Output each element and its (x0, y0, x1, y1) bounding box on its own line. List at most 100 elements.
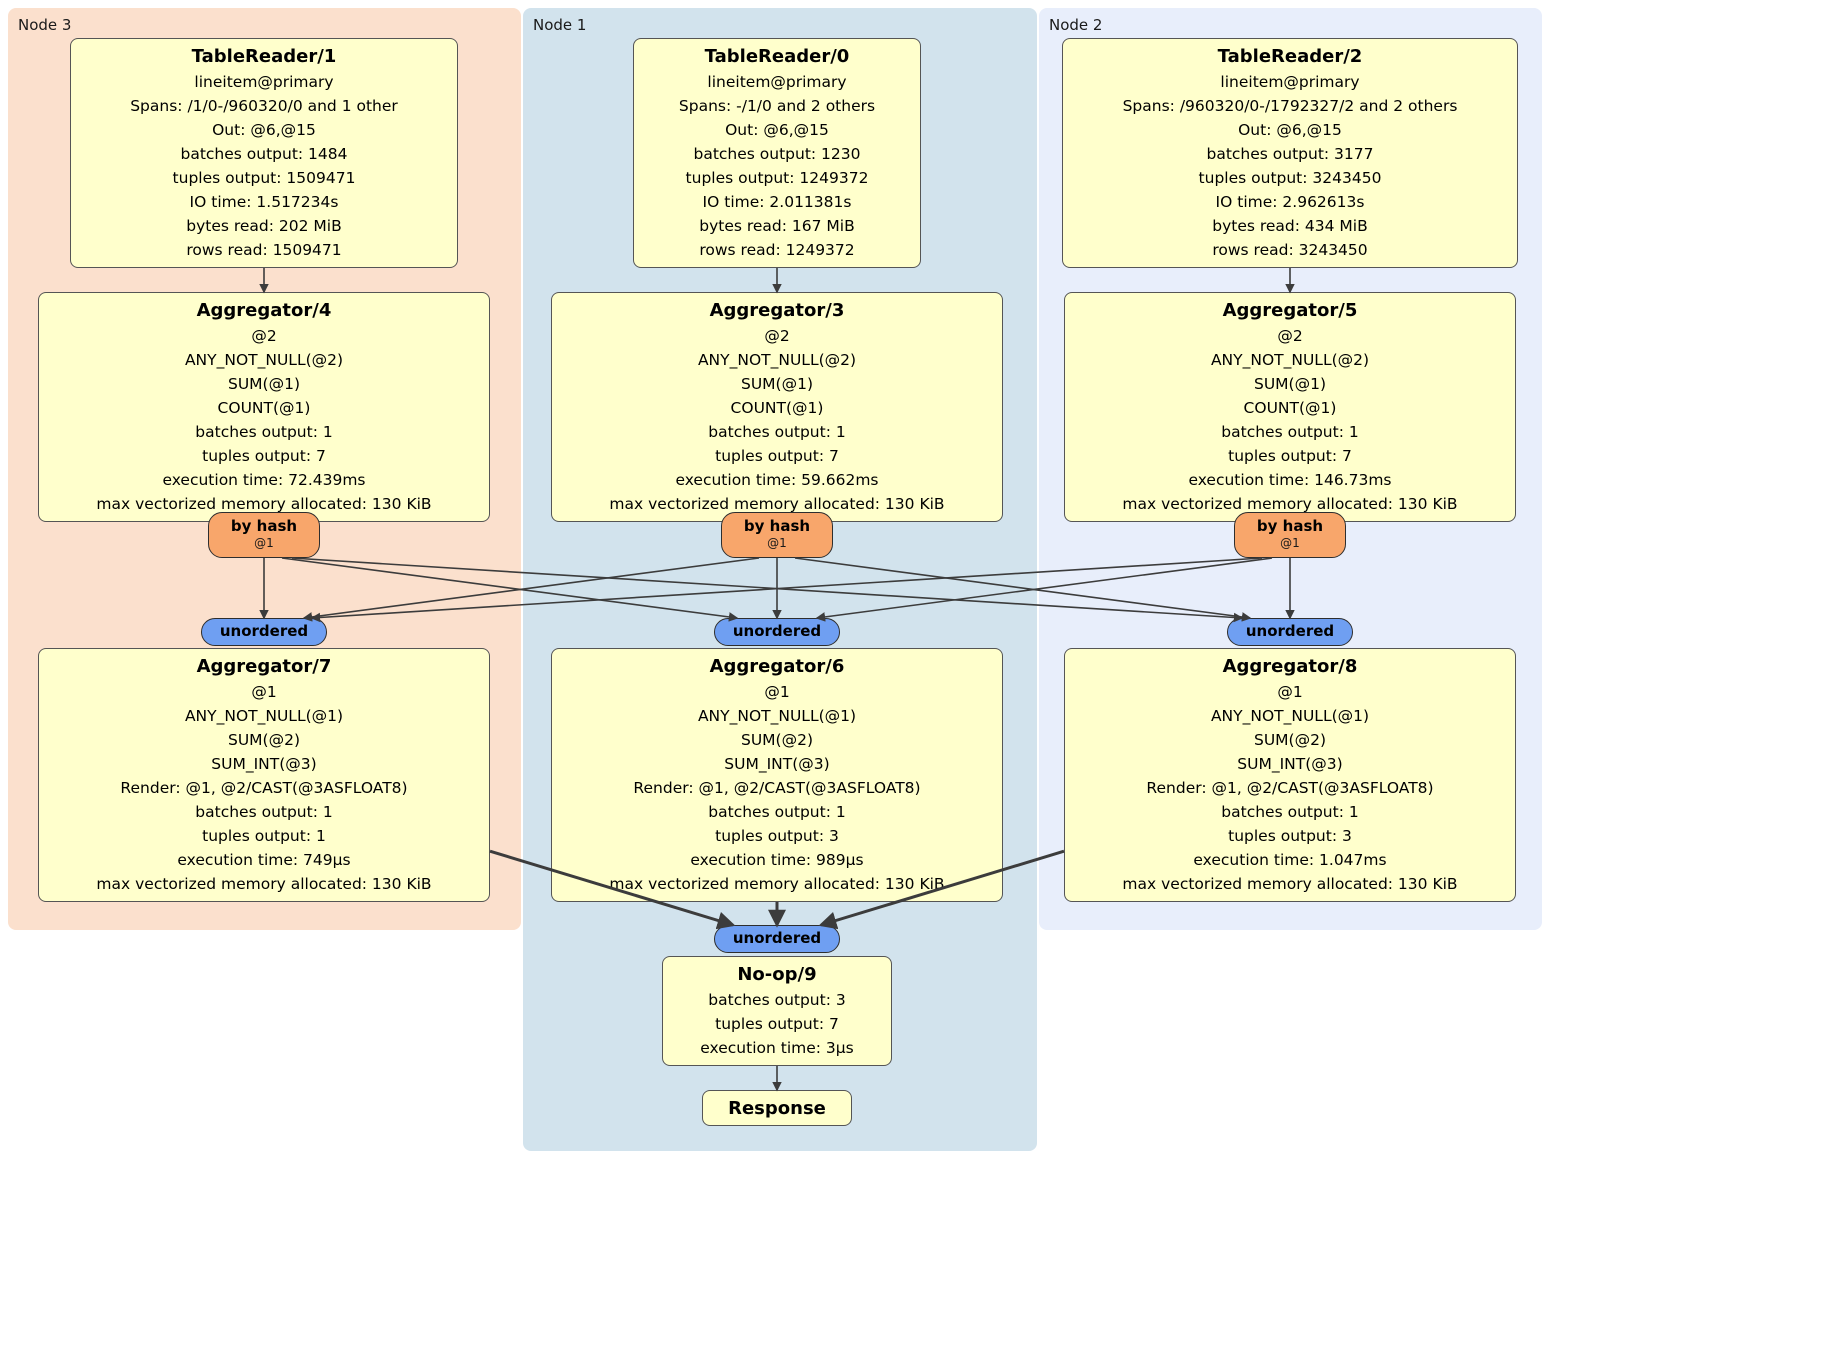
router-by-hash-node2: by hash @1 (1234, 512, 1346, 558)
box-line: Spans: -/1/0 and 2 others (678, 97, 876, 115)
box-line: tuples output: 7 (1228, 447, 1352, 465)
box-title: Aggregator/7 (196, 656, 332, 677)
panel-label-node1: Node 1 (533, 16, 587, 34)
box-line: batches output: 1 (708, 423, 846, 441)
box-line: SUM(@2) (227, 731, 300, 749)
router-label: by hash (1256, 517, 1324, 535)
box-line: IO time: 2.011381s (702, 193, 852, 211)
box-title: Aggregator/3 (709, 300, 845, 321)
box-line: execution time: 59.662ms (675, 471, 879, 489)
box-line: batches output: 1230 (693, 145, 861, 163)
box-line: tuples output: 1509471 (172, 169, 356, 187)
box-line: Render: @1, @2/CAST(@3ASFLOAT8) (1146, 779, 1434, 797)
box-line: @1 (251, 683, 277, 701)
box-line: rows read: 3243450 (1212, 241, 1368, 259)
box-line: Spans: /960320/0-/1792327/2 and 2 others (1122, 97, 1458, 115)
router-label: by hash (743, 517, 811, 535)
box-title: TableReader/1 (191, 46, 337, 67)
box-line: SUM(@2) (740, 731, 813, 749)
box-line: Render: @1, @2/CAST(@3ASFLOAT8) (633, 779, 921, 797)
box-line: SUM(@1) (740, 375, 813, 393)
box-line: COUNT(@1) (730, 399, 824, 417)
box-line: tuples output: 3243450 (1198, 169, 1382, 187)
box-line: max vectorized memory allocated: 130 KiB (1122, 875, 1458, 893)
box-line: bytes read: 167 MiB (699, 217, 855, 235)
router-label: by hash (230, 517, 298, 535)
box-line: execution time: 749µs (177, 851, 351, 869)
box-line: lineitem@primary (707, 73, 847, 91)
box-line: execution time: 989µs (690, 851, 864, 869)
box-line: @2 (764, 327, 790, 345)
box-line: Spans: /1/0-/960320/0 and 1 other (130, 97, 398, 115)
box-line: lineitem@primary (194, 73, 334, 91)
box-line: execution time: 1.047ms (1193, 851, 1387, 869)
box-line: IO time: 2.962613s (1215, 193, 1365, 211)
box-title: Aggregator/5 (1222, 300, 1358, 321)
box-line: ANY_NOT_NULL(@1) (184, 707, 344, 725)
router-sub-label: @1 (767, 536, 787, 550)
box-line: SUM_INT(@3) (724, 755, 830, 773)
box-line: SUM(@2) (1253, 731, 1326, 749)
box-line: max vectorized memory allocated: 130 KiB (96, 875, 432, 893)
box-line: SUM_INT(@3) (1237, 755, 1343, 773)
box-line: SUM_INT(@3) (211, 755, 317, 773)
box-line: ANY_NOT_NULL(@2) (184, 351, 344, 369)
box-line: tuples output: 1249372 (685, 169, 869, 187)
box-line: COUNT(@1) (217, 399, 311, 417)
box-line: max vectorized memory allocated: 130 KiB (609, 495, 945, 513)
box-line: execution time: 3µs (700, 1039, 854, 1057)
box-line: Out: @6,@15 (725, 121, 829, 139)
box-line: rows read: 1249372 (699, 241, 855, 259)
sync-unordered-node1: unordered (714, 618, 840, 646)
box-line: IO time: 1.517234s (189, 193, 339, 211)
box-line: batches output: 1 (1221, 803, 1359, 821)
box-title: TableReader/0 (704, 46, 850, 67)
box-line: Out: @6,@15 (212, 121, 316, 139)
box-line: execution time: 72.439ms (162, 471, 366, 489)
sync-label: unordered (219, 622, 309, 640)
box-title: Aggregator/4 (196, 300, 332, 321)
box-line: tuples output: 1 (202, 827, 326, 845)
box-title: Response (728, 1098, 826, 1119)
box-line: batches output: 1 (1221, 423, 1359, 441)
box-line: COUNT(@1) (1243, 399, 1337, 417)
sync-unordered-node2: unordered (1227, 618, 1353, 646)
box-line: @2 (251, 327, 277, 345)
box-line: batches output: 1 (195, 423, 333, 441)
router-sub-label: @1 (1280, 536, 1300, 550)
box-line: ANY_NOT_NULL(@1) (1210, 707, 1370, 725)
panel-label-node2: Node 2 (1049, 16, 1103, 34)
box-line: rows read: 1509471 (186, 241, 342, 259)
box-line: execution time: 146.73ms (1188, 471, 1392, 489)
panel-label-node3: Node 3 (18, 16, 72, 34)
box-line: batches output: 3177 (1206, 145, 1374, 163)
box-line: batches output: 1484 (180, 145, 348, 163)
box-line: tuples output: 7 (202, 447, 326, 465)
box-title: No-op/9 (737, 964, 817, 985)
box-line: tuples output: 7 (715, 1015, 839, 1033)
box-line: @2 (1277, 327, 1303, 345)
box-response: Response (702, 1090, 852, 1126)
router-by-hash-node1: by hash @1 (721, 512, 833, 558)
box-line: bytes read: 434 MiB (1212, 217, 1368, 235)
box-line: tuples output: 7 (715, 447, 839, 465)
box-title: Aggregator/8 (1222, 656, 1358, 677)
